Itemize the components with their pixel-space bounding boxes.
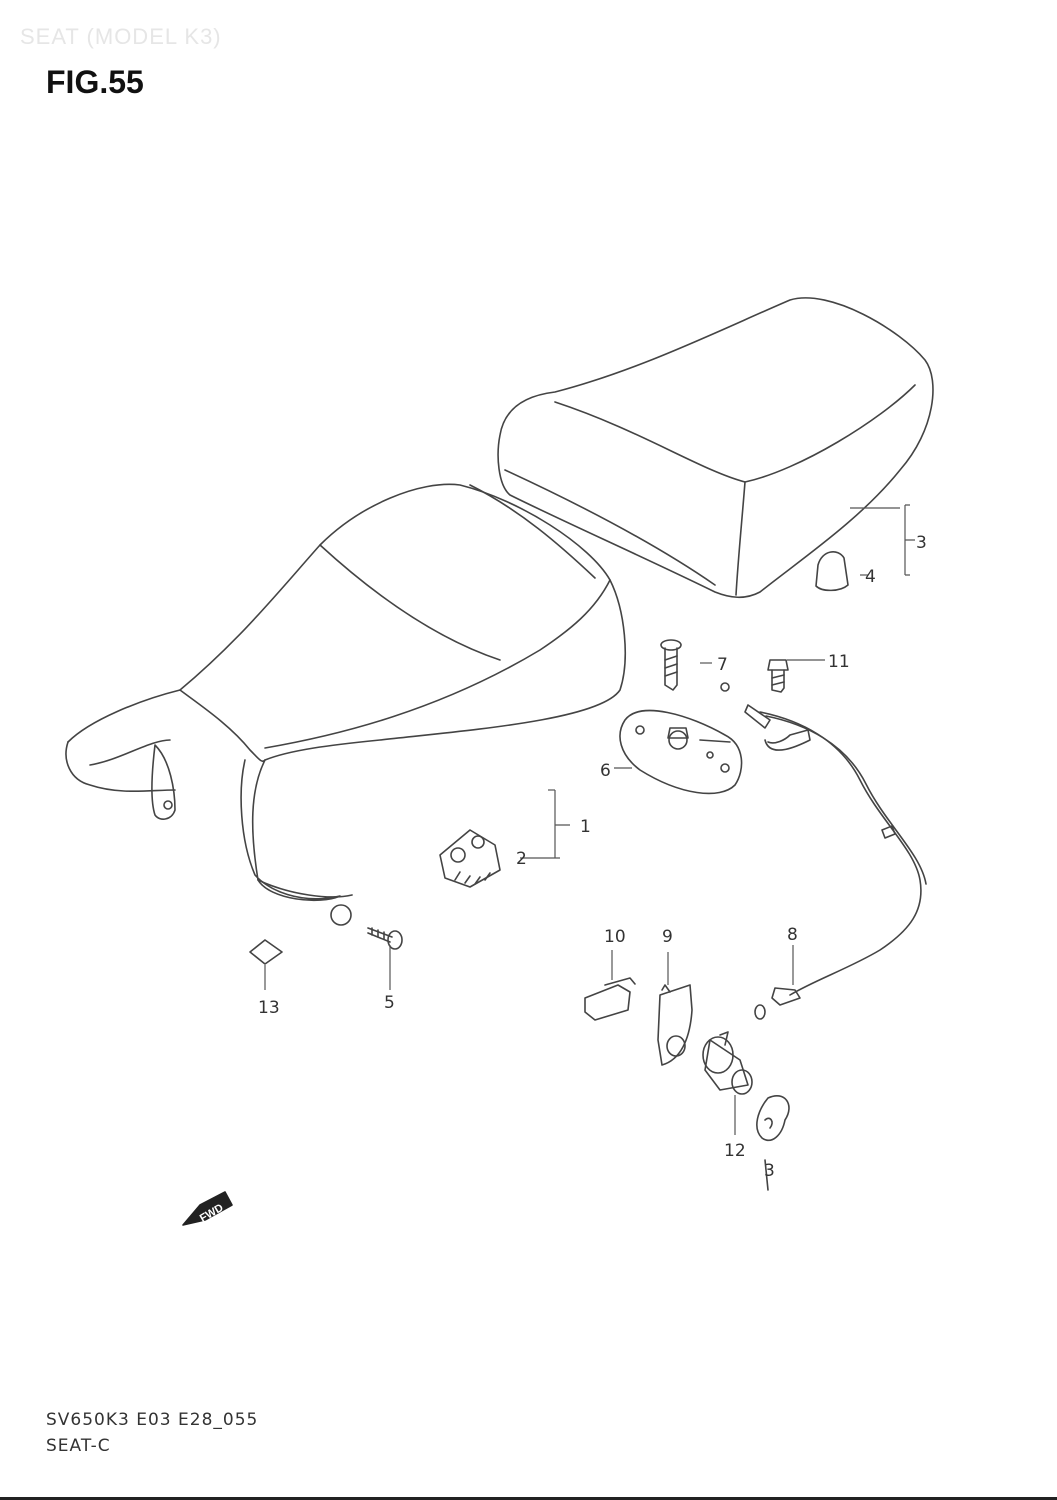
plate-part-10 [584, 984, 631, 1021]
lock-cylinder-part-12 [702, 1031, 753, 1095]
bolt-part-5 [367, 927, 403, 950]
diagram-code: SV650K3 E03 E28_055 [46, 1410, 259, 1430]
callout-4: 4 [865, 567, 876, 587]
front-seat [65, 483, 626, 902]
bracket-1-2 [520, 790, 570, 859]
cable-ball-end [720, 682, 730, 692]
callout-10: 10 [604, 927, 626, 947]
callout-1: 1 [580, 817, 591, 837]
callout-11: 11 [828, 652, 850, 672]
grommet [330, 904, 352, 926]
fwd-arrow-shape [182, 1191, 233, 1226]
nut-part-13 [249, 939, 283, 965]
page-bottom-border [0, 1497, 1057, 1500]
callout-5: 5 [384, 993, 395, 1013]
callout-9: 9 [662, 927, 673, 947]
figure-label: FIG.55 [46, 64, 144, 100]
diagram-name: SEAT-C [46, 1436, 111, 1456]
hook-parts-1-2 [439, 829, 501, 888]
callout-6: 6 [600, 761, 611, 781]
bolt-part-11 [767, 659, 789, 693]
cushion-part-4 [815, 551, 849, 592]
diagram-section-title: SEAT (MODEL K3) [20, 24, 222, 49]
lock-bracket-part-6 [619, 709, 743, 795]
bolt-part-7 [660, 639, 682, 691]
clamp-part-9 [657, 984, 693, 1066]
callout-key-3: 3 [764, 1161, 775, 1181]
cable-part-8 [759, 711, 922, 996]
rear-seat [497, 297, 934, 599]
callout-12: 12 [724, 1141, 746, 1161]
bracket-3-4 [904, 504, 915, 576]
callout-7: 7 [717, 655, 728, 675]
callout-3: 3 [916, 533, 927, 553]
callout-8: 8 [787, 925, 798, 945]
key [756, 1095, 790, 1191]
callout-13: 13 [258, 998, 280, 1018]
callout-2: 2 [516, 849, 527, 869]
